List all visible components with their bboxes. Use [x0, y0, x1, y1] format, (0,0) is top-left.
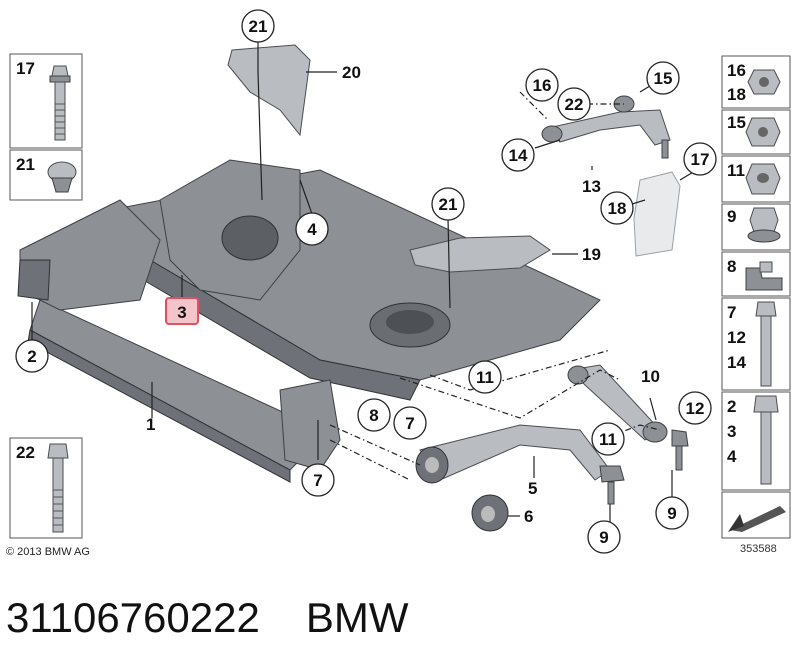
leader-lines — [31, 42, 701, 524]
callout-18: 18 — [600, 191, 634, 225]
heat-shield-19 — [409, 235, 551, 273]
svg-text:3: 3 — [727, 422, 736, 441]
svg-text:16: 16 — [533, 76, 552, 95]
copyright-text: © 2013 BMW AG — [6, 546, 90, 558]
right-fastener-box-9: 9 — [721, 203, 791, 251]
svg-text:17: 17 — [691, 150, 710, 169]
upper-control-arm-13 — [541, 95, 671, 159]
callout-11-upper: 11 — [468, 360, 502, 394]
wishbone-5 — [415, 424, 625, 505]
left-fastener-box-17: 17 — [9, 53, 83, 149]
callout-13: 13 — [582, 177, 601, 196]
part-number: 31106760222 — [6, 594, 260, 641]
svg-text:4: 4 — [307, 220, 317, 239]
callout-3-highlighted: 3 — [165, 297, 199, 325]
svg-text:21: 21 — [249, 17, 268, 36]
callout-9-right: 9 — [655, 496, 689, 530]
callout-9-left: 9 — [587, 520, 621, 554]
right-fastener-box-7-12-14: 7 12 14 — [721, 297, 791, 391]
wishbone-10 — [567, 364, 689, 471]
left-fastener-box-22: 22 — [9, 437, 83, 539]
callout-7-mid: 7 — [393, 406, 427, 440]
callout-21-mid: 21 — [431, 187, 465, 221]
svg-text:7: 7 — [405, 414, 414, 433]
svg-text:11: 11 — [727, 161, 745, 180]
callout-22: 22 — [557, 87, 591, 121]
svg-text:8: 8 — [727, 257, 736, 276]
svg-text:8: 8 — [369, 406, 378, 425]
svg-text:2: 2 — [27, 347, 36, 366]
right-fastener-box-16-18: 16 18 — [721, 55, 791, 109]
svg-text:12: 12 — [686, 399, 705, 418]
svg-text:18: 18 — [727, 85, 746, 104]
part-caption: 31106760222 BMW — [6, 588, 766, 648]
callout-7-lower: 7 — [301, 463, 335, 497]
callout-14: 14 — [501, 138, 535, 172]
callout-11-lower: 11 — [591, 422, 625, 456]
callout-1: 1 — [146, 415, 155, 434]
callout-16: 16 — [525, 68, 559, 102]
svg-text:21: 21 — [16, 155, 35, 174]
dust-boot-18 — [633, 171, 681, 257]
svg-text:22: 22 — [16, 443, 35, 462]
svg-text:15: 15 — [727, 113, 746, 132]
callout-10: 10 — [641, 367, 660, 386]
svg-text:12: 12 — [727, 328, 746, 347]
callout-17: 17 — [683, 142, 717, 176]
callout-12: 12 — [678, 391, 712, 425]
svg-text:7: 7 — [727, 303, 736, 322]
callout-15: 15 — [646, 61, 680, 95]
svg-text:18: 18 — [608, 199, 627, 218]
svg-text:14: 14 — [509, 146, 528, 165]
svg-text:9: 9 — [667, 504, 676, 523]
heat-shield-20 — [227, 44, 311, 137]
svg-text:9: 9 — [599, 528, 608, 547]
svg-text:15: 15 — [654, 69, 673, 88]
rubber-bearing-6 — [471, 494, 509, 532]
svg-text:4: 4 — [727, 447, 737, 466]
svg-text:17: 17 — [16, 59, 35, 78]
front-axle-subframe — [17, 159, 601, 483]
direction-arrow-box — [721, 491, 791, 539]
callout-20: 20 — [342, 63, 361, 82]
svg-text:11: 11 — [476, 368, 494, 387]
callout-4: 4 — [295, 212, 329, 246]
callout-6: 6 — [524, 507, 533, 526]
callout-19: 19 — [582, 245, 601, 264]
callout-8: 8 — [357, 398, 391, 432]
svg-text:22: 22 — [565, 95, 584, 114]
right-fastener-box-8: 8 — [721, 251, 791, 297]
svg-text:21: 21 — [439, 195, 458, 214]
brand-name: BMW — [305, 594, 409, 641]
left-fastener-box-21: 21 — [9, 149, 83, 201]
callout-2: 2 — [15, 339, 49, 373]
svg-text:16: 16 — [727, 61, 746, 80]
callout-21-top: 21 — [241, 9, 275, 43]
svg-text:14: 14 — [727, 353, 746, 372]
right-fastener-box-2-3-4: 2 3 4 — [721, 391, 791, 491]
drawing-number: 353588 — [740, 543, 777, 555]
right-fastener-box-15: 15 — [721, 109, 791, 155]
callout-5: 5 — [528, 479, 537, 498]
right-fastener-box-11: 11 — [721, 155, 791, 203]
svg-text:9: 9 — [727, 207, 736, 226]
svg-text:11: 11 — [599, 430, 617, 449]
svg-text:3: 3 — [177, 303, 186, 322]
svg-text:2: 2 — [727, 397, 736, 416]
svg-text:7: 7 — [313, 471, 322, 490]
